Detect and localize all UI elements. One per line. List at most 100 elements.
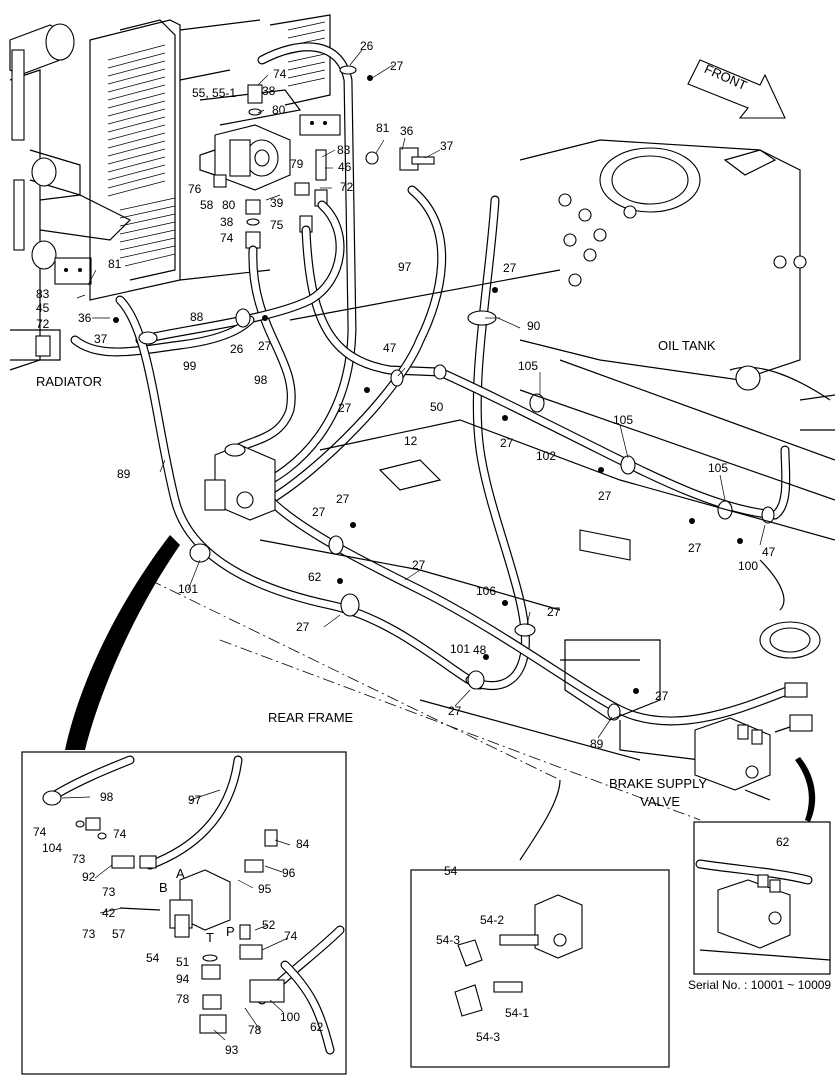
bolts-27 <box>113 75 743 694</box>
front-arrow <box>687 59 786 119</box>
main-callout-12: 72 <box>340 180 354 194</box>
main-callout-9: 83 <box>337 143 351 157</box>
main-callout-29: 88 <box>190 310 204 324</box>
main-callout-32: 99 <box>183 359 197 373</box>
inset-middle-frame <box>410 869 670 1068</box>
main-callout-11: 79 <box>290 157 304 171</box>
main-callout-41: 27 <box>598 489 612 503</box>
main-callout-30: 26 <box>230 342 244 356</box>
main-callout-31: 27 <box>258 339 272 353</box>
main-callout-15: 39 <box>270 196 284 210</box>
main-callout-52: 106 <box>476 584 496 598</box>
rear-frame-label: REAR FRAME <box>268 710 354 725</box>
inset-left-callout-19: 78 <box>176 992 190 1006</box>
main-callout-50: 62 <box>308 570 322 584</box>
main-callout-40: 102 <box>536 449 556 463</box>
inset-left-callout-5: 74 <box>113 827 127 841</box>
main-callout-49: 27 <box>312 505 326 519</box>
inset-right-frame <box>693 821 831 975</box>
inset-middle-callout-3: 54-3 <box>476 1030 500 1044</box>
inset-left-callout-8: 96 <box>282 866 296 880</box>
inset-right-callout-0: 62 <box>776 835 790 849</box>
inset-left-frame <box>21 751 347 1075</box>
main-callout-3: 55, 55-1 <box>192 86 236 100</box>
main-callout-26: 72 <box>36 317 50 331</box>
main-callout-10: 46 <box>338 160 352 174</box>
main-callout-38: 27 <box>500 436 514 450</box>
oil-tank <box>519 139 835 431</box>
radiator-assembly <box>9 14 331 371</box>
main-callout-7: 36 <box>400 124 414 138</box>
inset-left-callout-4: 73 <box>72 852 86 866</box>
oil-tank-label: OIL TANK <box>658 338 716 353</box>
inset-left-port-0: A <box>176 866 185 881</box>
inset-middle-callout-1: 54-3 <box>436 933 460 947</box>
main-callout-58: 27 <box>448 704 462 718</box>
inset-middle-callout-0: 54-2 <box>480 913 504 927</box>
inset-left-callout-13: 57 <box>112 927 126 941</box>
main-callout-56: 27 <box>547 605 561 619</box>
main-callout-14: 58 <box>200 198 214 212</box>
inset-left-callout-0: 98 <box>100 790 114 804</box>
leader-lines <box>76 49 766 739</box>
inset-left-callout-3: 104 <box>42 841 62 855</box>
serial-number: Serial No. : 10001 ~ 10009 <box>688 978 831 992</box>
main-callout-22: 90 <box>527 319 541 333</box>
main-callout-23: 81 <box>108 257 122 271</box>
main-callout-21: 27 <box>503 261 517 275</box>
inset-left-callout-2: 74 <box>33 825 47 839</box>
main-callout-51: 27 <box>412 558 426 572</box>
main-callout-24: 83 <box>36 287 50 301</box>
main-callout-28: 37 <box>94 332 108 346</box>
main-callout-45: 27 <box>336 492 350 506</box>
inset-middle-callouts: 54-2 54-3 54-1 54-3 54 <box>436 864 529 1044</box>
brake-supply-label-1: BRAKE SUPPLY <box>609 776 707 791</box>
main-callout-55: 48 <box>473 643 487 657</box>
main-callout-35: 27 <box>338 401 352 415</box>
inset-left-callout-17: 51 <box>176 955 190 969</box>
main-callout-47: 12 <box>404 434 418 448</box>
main-callout-20: 97 <box>398 260 412 274</box>
inset-left-callout-12: 73 <box>82 927 96 941</box>
radiator-label: RADIATOR <box>36 374 102 389</box>
main-callout-46: 100 <box>738 559 758 573</box>
main-callout-2: 74 <box>273 67 287 81</box>
main-callout-19: 74 <box>220 231 234 245</box>
main-callout-36: 50 <box>430 400 444 414</box>
main-callout-16: 80 <box>222 198 236 212</box>
inset-left-callout-21: 62 <box>310 1020 324 1034</box>
inset-left-callout-14: 52 <box>262 918 276 932</box>
main-callout-0: 26 <box>360 39 374 53</box>
main-callout-42: 105 <box>708 461 728 475</box>
inset-left-port-3: P <box>226 924 235 939</box>
inset-middle-callout-2: 54-1 <box>505 1006 529 1020</box>
main-callout-37: 105 <box>518 359 538 373</box>
inset-left-leaders <box>61 789 291 1041</box>
main-callout-60: 27 <box>655 689 669 703</box>
inset-right-drawing <box>695 859 831 961</box>
inset-middle-title: 54 <box>444 864 458 878</box>
main-callout-54: 27 <box>296 620 310 634</box>
main-callout-13: 76 <box>188 182 202 196</box>
inset-left-callout-1: 97 <box>188 793 202 807</box>
inset-left-callout-7: 92 <box>82 870 96 884</box>
inset-left-callout-10: 95 <box>258 882 272 896</box>
hoses <box>70 42 795 726</box>
main-callout-6: 81 <box>376 121 390 135</box>
leader-to-inset-right <box>795 757 816 822</box>
main-callout-34: 98 <box>254 373 268 387</box>
inset-left-callout-18: 94 <box>176 972 190 986</box>
main-callout-17: 38 <box>220 215 234 229</box>
main-callout-33: 47 <box>383 341 397 355</box>
inset-left-port-2: T <box>206 930 214 945</box>
main-callout-44: 47 <box>762 545 776 559</box>
brake-supply-valve <box>694 682 813 801</box>
main-callout-1: 27 <box>390 59 404 73</box>
inset-left-drawing <box>42 755 345 1055</box>
inset-left-callout-22: 78 <box>248 1023 262 1037</box>
main-callout-39: 105 <box>613 413 633 427</box>
main-callout-25: 45 <box>36 301 50 315</box>
pump-fittings <box>213 84 435 249</box>
